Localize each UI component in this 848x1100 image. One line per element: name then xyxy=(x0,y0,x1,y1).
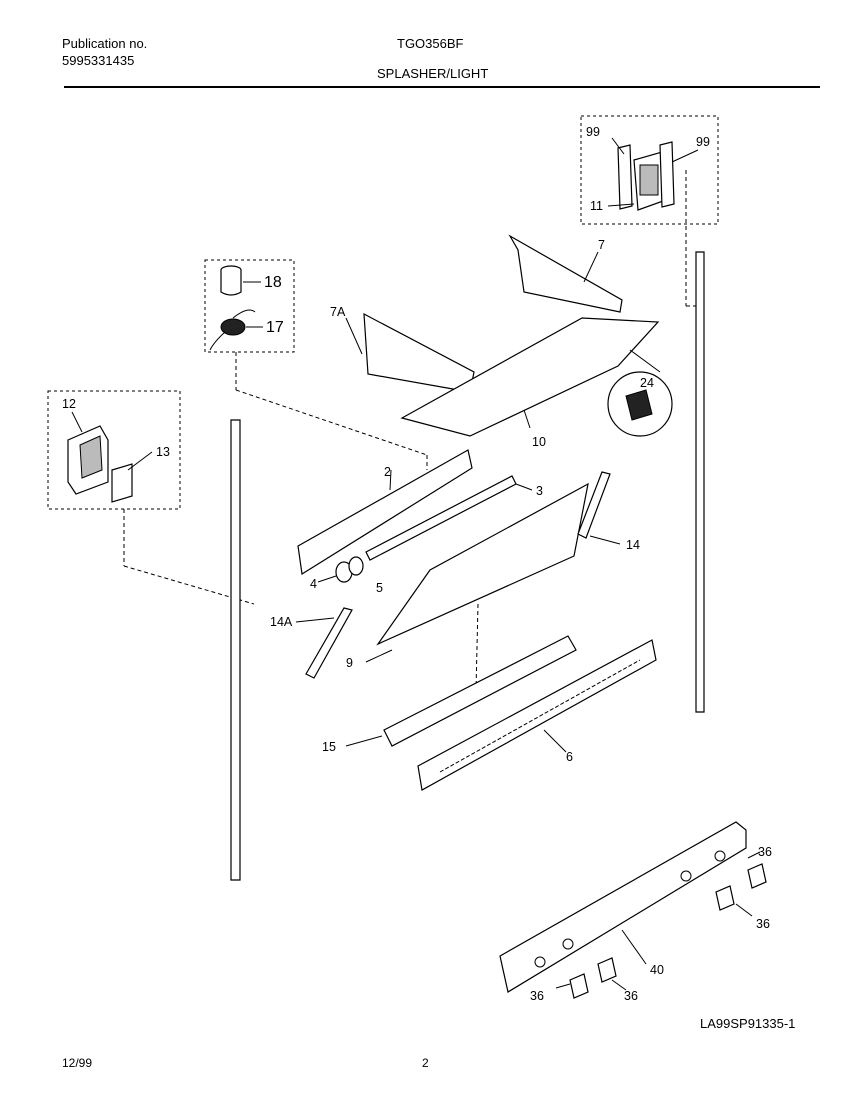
drawing-id: LA99SP91335-1 xyxy=(700,1016,796,1031)
lens-9 xyxy=(376,482,589,646)
callout-5: 5 xyxy=(376,581,383,595)
callout-14: 14 xyxy=(626,538,640,552)
publication-label: Publication no. xyxy=(62,36,148,51)
callout-9: 9 xyxy=(346,656,353,670)
callout-11: 11 xyxy=(590,199,603,213)
trim-14 xyxy=(577,471,611,539)
callout-36-right: 36 xyxy=(756,917,770,931)
model-number: TGO356BF xyxy=(397,36,464,51)
callout-4: 4 xyxy=(310,577,317,591)
callout-10: 10 xyxy=(532,435,546,449)
section-title: SPLASHER/LIGHT xyxy=(377,66,489,81)
bracket-7 xyxy=(508,234,623,313)
callout-18: 18 xyxy=(264,274,282,291)
callout-40: 40 xyxy=(650,963,664,977)
knobs-36 xyxy=(555,851,767,999)
callout-24: 24 xyxy=(640,376,654,390)
trim-2 xyxy=(297,449,473,575)
socket-5 xyxy=(348,556,364,576)
callout-15: 15 xyxy=(322,740,336,754)
callout-13: 13 xyxy=(156,445,170,459)
panel-10 xyxy=(400,317,660,437)
callout-36-top: 36 xyxy=(758,845,772,859)
manifold-panel-40 xyxy=(499,821,747,993)
callout-14a: 14A xyxy=(270,615,293,629)
left-side-trim xyxy=(230,419,241,881)
callout-99-right: 99 xyxy=(696,135,710,149)
control-inset xyxy=(47,390,255,605)
header-rule xyxy=(64,86,820,88)
switch-24-detail xyxy=(607,349,673,437)
callout-6: 6 xyxy=(566,750,573,764)
callout-2: 2 xyxy=(384,465,391,479)
callout-3: 3 xyxy=(536,484,543,498)
publication-date: 12/99 xyxy=(62,1056,93,1070)
bracket-7a xyxy=(363,312,475,393)
switch-inset xyxy=(580,115,719,307)
callout-12: 12 xyxy=(62,397,76,411)
callout-7a: 7A xyxy=(330,305,346,319)
trim-14a xyxy=(305,607,353,679)
vent-trim-6 xyxy=(417,639,657,791)
right-side-trim xyxy=(695,251,705,713)
lamp-socket-inset xyxy=(204,259,428,470)
channel-15 xyxy=(383,635,577,747)
publication-number: 5995331435 xyxy=(62,53,135,68)
callout-99-left: 99 xyxy=(586,125,600,139)
page-number: 2 xyxy=(422,1056,429,1070)
callout-17: 17 xyxy=(266,319,284,336)
callout-7: 7 xyxy=(598,238,605,252)
callout-36-mid: 36 xyxy=(624,989,638,1003)
callout-36-left: 36 xyxy=(530,989,544,1003)
